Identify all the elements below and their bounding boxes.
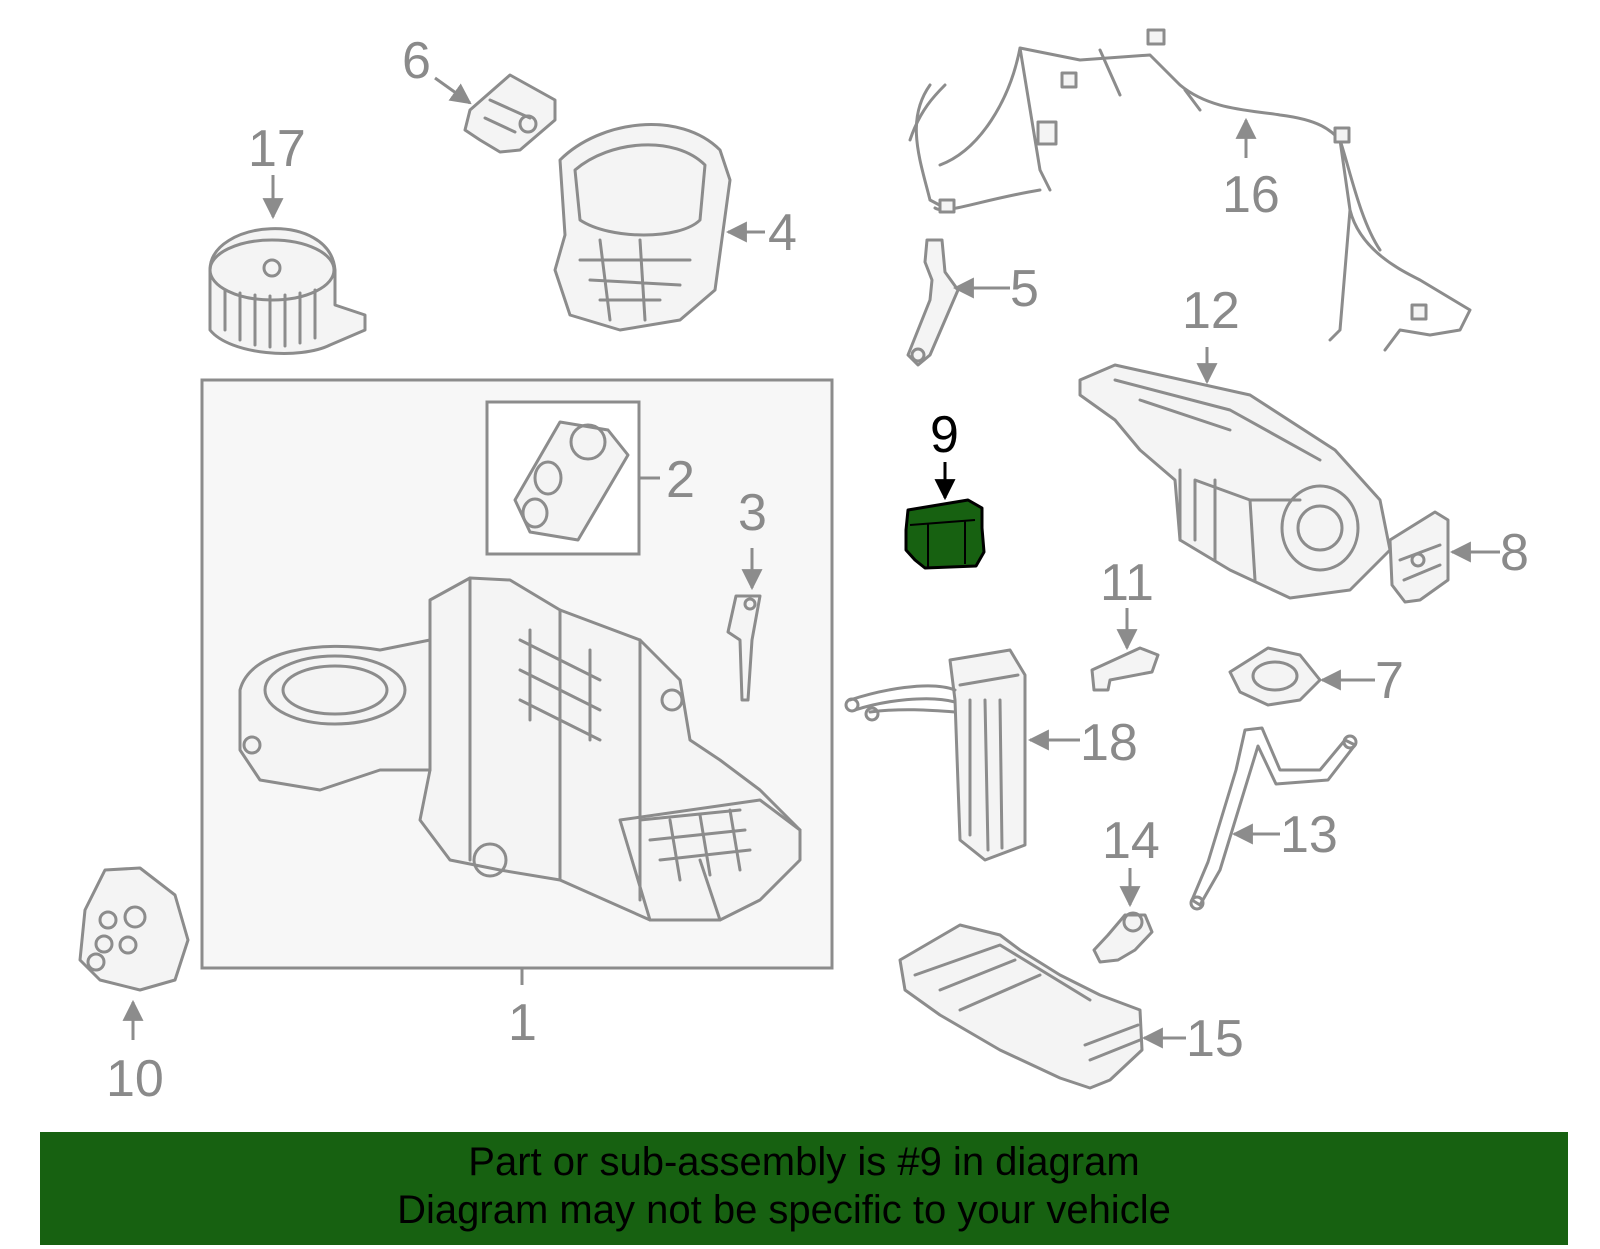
part-16-wiring-harness — [908, 28, 1472, 352]
callout-14[interactable]: 14 — [1102, 812, 1160, 870]
part-3-pipe — [726, 548, 763, 702]
part-18-heater-core — [844, 648, 1080, 862]
callout-3[interactable]: 3 — [738, 484, 767, 542]
callout-1[interactable]: 1 — [508, 994, 537, 1052]
part-8-actuator — [1388, 510, 1500, 604]
callout-5[interactable]: 5 — [1010, 260, 1039, 318]
part-9-highlighted[interactable] — [904, 462, 986, 570]
part-11-clip — [1090, 608, 1160, 692]
callout-18[interactable]: 18 — [1080, 714, 1138, 772]
part-13-hose — [1189, 726, 1358, 911]
callout-4[interactable]: 4 — [768, 204, 797, 262]
part-6-actuator — [434, 73, 557, 154]
callout-9[interactable]: 9 — [930, 406, 959, 464]
callout-17[interactable]: 17 — [248, 120, 306, 178]
part-4-blower-housing — [553, 123, 765, 332]
part-14-valve — [1092, 868, 1154, 964]
callout-12[interactable]: 12 — [1182, 282, 1240, 340]
callout-6[interactable]: 6 — [402, 32, 431, 90]
part-12-rear-case — [1078, 347, 1392, 600]
banner-line-2: Diagram may not be specific to your vehi… — [397, 1188, 1171, 1232]
part-2-expansion-valve — [485, 400, 660, 556]
part-7-actuator — [1228, 646, 1375, 707]
callout-11[interactable]: 11 — [1100, 554, 1154, 612]
hvac-housing — [238, 576, 802, 922]
part-17-blower-motor — [208, 175, 367, 355]
info-banner: Part or sub-assembly is #9 in diagram Di… — [40, 1132, 1568, 1245]
callout-2[interactable]: 2 — [666, 451, 695, 509]
callout-10[interactable]: 10 — [106, 1050, 164, 1108]
callout-16[interactable]: 16 — [1222, 166, 1280, 224]
callout-15[interactable]: 15 — [1186, 1010, 1244, 1068]
callout-13[interactable]: 13 — [1280, 806, 1338, 864]
callout-8[interactable]: 8 — [1500, 524, 1529, 582]
part-5-bracket — [906, 238, 1010, 367]
banner-line-1: Part or sub-assembly is #9 in diagram — [468, 1140, 1140, 1184]
part-15-duct — [898, 923, 1186, 1090]
part-10-cover — [78, 866, 190, 1040]
callout-7[interactable]: 7 — [1375, 652, 1404, 710]
